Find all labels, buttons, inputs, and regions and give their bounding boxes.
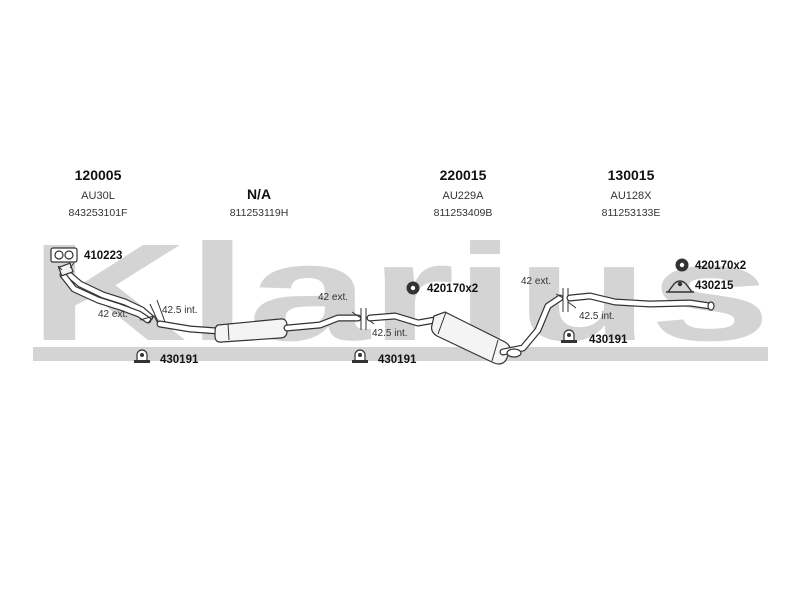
clamp-part-number-1: 430191	[160, 354, 199, 366]
dim-int-right: 42.5 int.	[579, 311, 615, 322]
pipe-clamp-icon	[352, 349, 368, 363]
oe-number-4: 811253133E	[602, 207, 661, 219]
model-code-1: AU30L	[81, 190, 115, 202]
column-4: 130015 AU128X 811253133E	[602, 167, 661, 219]
clamp-part-1[interactable]: 430191	[134, 349, 199, 366]
part-code-2[interactable]: N/A	[247, 186, 271, 202]
joint-right: 42 ext. 42.5 int.	[521, 276, 615, 322]
hanger-part-2[interactable]: 420170x2	[675, 258, 747, 273]
joint-left: 42 ext. 42.5 int.	[98, 299, 198, 328]
clamp-part-number-2: 430191	[378, 354, 417, 366]
pipe-clamp-icon	[134, 349, 150, 363]
oe-number-2: 811253119H	[230, 207, 289, 219]
bracket-part[interactable]: 430215	[666, 280, 734, 293]
model-code-4: AU128X	[611, 190, 653, 202]
oe-number-3: 811253409B	[434, 207, 493, 219]
hanger-part-number-1: 420170x2	[427, 283, 478, 295]
hanger-part-number-2: 420170x2	[695, 260, 746, 272]
part-code-3[interactable]: 220015	[440, 167, 487, 183]
oe-number-1: 843253101F	[69, 207, 128, 219]
watermark-bar	[33, 347, 768, 361]
rear-section[interactable]	[366, 294, 564, 365]
rubber-hanger-icon	[675, 258, 689, 272]
part-code-4[interactable]: 130015	[608, 167, 655, 183]
watermark: Klarius	[29, 216, 771, 370]
gasket-part-number: 410223	[84, 250, 122, 262]
dim-ext-right: 42 ext.	[521, 276, 551, 287]
bracket-part-number: 430215	[695, 280, 734, 292]
gasket-part[interactable]: 410223	[50, 247, 122, 263]
dim-ext-mid: 42 ext.	[318, 292, 348, 303]
part-code-1[interactable]: 120005	[75, 167, 122, 183]
mounting-bracket-icon	[666, 280, 694, 293]
rubber-hanger-icon	[406, 281, 420, 295]
clamp-part-3[interactable]: 430191	[561, 329, 628, 346]
flange-gasket-icon	[50, 247, 78, 263]
model-code-3: AU229A	[443, 190, 485, 202]
dim-int-left: 42.5 int.	[162, 305, 198, 316]
centre-pipe[interactable]	[156, 314, 362, 343]
column-1: 120005 AU30L 843253101F	[69, 167, 128, 219]
clamp-part-number-3: 430191	[589, 334, 628, 346]
dim-int-mid: 42.5 int.	[372, 328, 408, 339]
column-2: N/A 811253119H	[230, 186, 289, 219]
clamp-part-2[interactable]: 430191	[352, 349, 417, 366]
tail-pipe[interactable]	[566, 292, 715, 311]
front-pipe[interactable]	[57, 262, 154, 324]
hanger-part-1[interactable]: 420170x2	[406, 281, 479, 296]
watermark-text: Klarius	[29, 216, 771, 370]
dim-ext-left: 42 ext.	[98, 309, 128, 320]
column-3: 220015 AU229A 811253409B	[434, 167, 493, 219]
pipe-clamp-icon	[561, 329, 577, 343]
